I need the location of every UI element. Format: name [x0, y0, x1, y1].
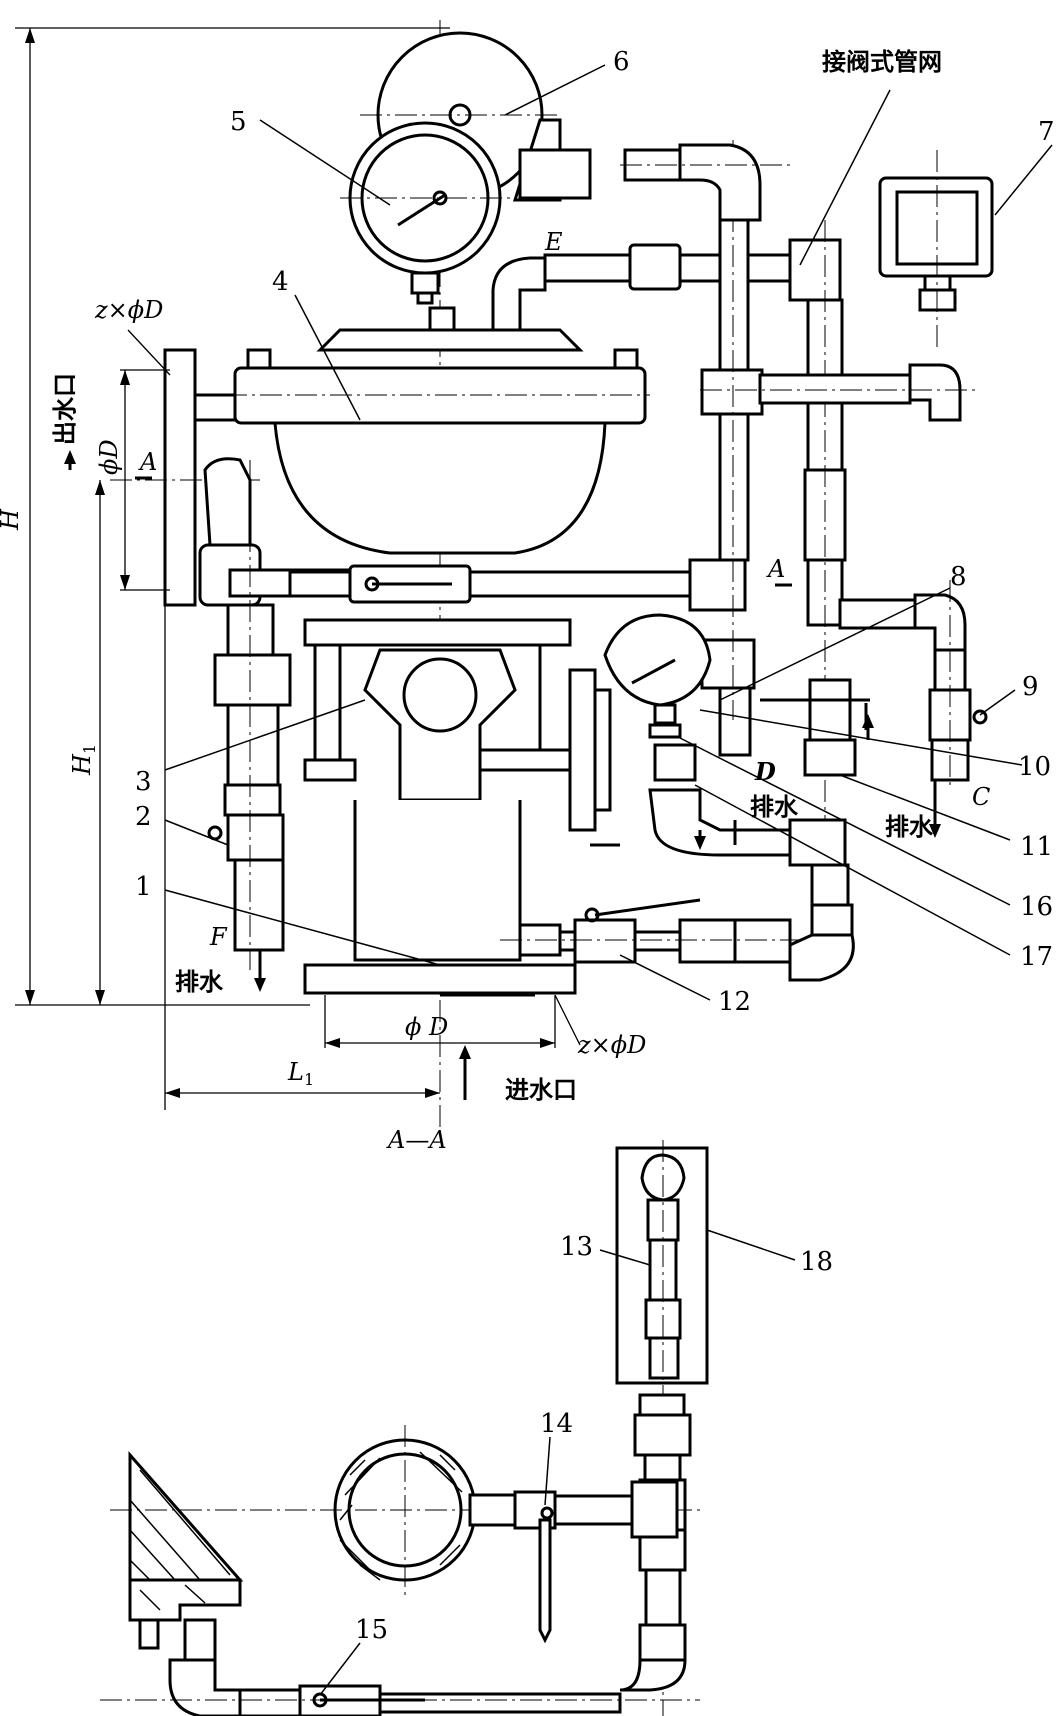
dimension-lines	[15, 27, 792, 1110]
dimension-labels: H H1 ϕD L1 ϕ D z×ϕD z×ϕD A—A	[0, 296, 646, 1154]
label-13: 13	[560, 1232, 593, 1262]
pressure-switch-7	[878, 150, 994, 350]
letter-A-left: A	[138, 448, 157, 476]
left-riser-pipe	[198, 457, 352, 970]
label-17: 17	[1020, 942, 1053, 972]
network-tee	[788, 220, 847, 880]
label-drain-mid: 排水	[750, 793, 799, 821]
label-drain-right: 排水	[885, 813, 934, 841]
valve-body-3	[303, 618, 620, 962]
chinese-labels: 接阀式管网 进水口 排水 排水 排水 出水口	[51, 48, 942, 1104]
letter-F: F	[209, 923, 228, 951]
label-3: 3	[135, 767, 152, 797]
right-branch	[700, 363, 980, 422]
dim-phiD-side: ϕD	[95, 439, 123, 475]
drain-fittings	[648, 743, 855, 982]
label-1: 1	[135, 872, 152, 902]
pressure-gauge-10	[603, 613, 712, 739]
valve-11	[760, 678, 870, 777]
label-16: 16	[1020, 892, 1053, 922]
letter-A-right: A	[766, 555, 785, 583]
top-right-elbow	[620, 143, 790, 222]
label-drain-left: 排水	[175, 968, 224, 996]
label-top-network: 接阀式管网	[822, 48, 942, 76]
letter-labels: A A E F C D	[138, 228, 990, 951]
inlet-flange	[303, 963, 577, 997]
dim-H1: H1	[68, 744, 99, 776]
leader-lines	[164, 64, 1053, 1696]
dim-L1: L1	[287, 1058, 314, 1089]
dim-zphiD-top: z×ϕD	[94, 296, 163, 324]
letter-C: C	[972, 783, 990, 811]
dim-phiD-bottom: ϕ D	[405, 1013, 448, 1041]
label-14: 14	[540, 1409, 573, 1439]
label-9: 9	[1022, 672, 1039, 702]
ball-valve-12	[500, 898, 800, 964]
label-18: 18	[800, 1247, 833, 1277]
letter-E: E	[544, 228, 563, 256]
hatching	[339, 1451, 463, 1581]
flow-arrows	[64, 450, 941, 1100]
label-7: 7	[1038, 117, 1055, 147]
label-12: 12	[718, 987, 751, 1017]
section-label: A—A	[386, 1126, 447, 1154]
label-2: 2	[135, 802, 152, 832]
label-15: 15	[355, 1615, 388, 1645]
letter-D: D	[754, 757, 776, 786]
part-number-labels: 6 5 4 7 8 9 10 11 16 17 12 3 2 1 13 18 1…	[135, 47, 1055, 1645]
pressure-gauge-5	[340, 121, 510, 340]
label-11: 11	[1020, 832, 1053, 862]
dim-H: H	[0, 508, 24, 531]
label-8: 8	[950, 562, 967, 592]
dim-zphiD-bottom: z×ϕD	[577, 1031, 646, 1059]
label-outlet: 出水口	[51, 373, 79, 445]
outlet-flange	[110, 348, 260, 607]
label-5: 5	[230, 107, 247, 137]
label-inlet: 进水口	[505, 1076, 577, 1104]
label-10: 10	[1018, 752, 1051, 782]
label-6: 6	[613, 47, 630, 77]
lower-right-branch	[838, 580, 988, 790]
control-line	[288, 558, 747, 612]
section-a-a-view	[100, 1140, 709, 1716]
label-4: 4	[272, 267, 289, 297]
diaphragm-chamber-4	[225, 328, 650, 555]
